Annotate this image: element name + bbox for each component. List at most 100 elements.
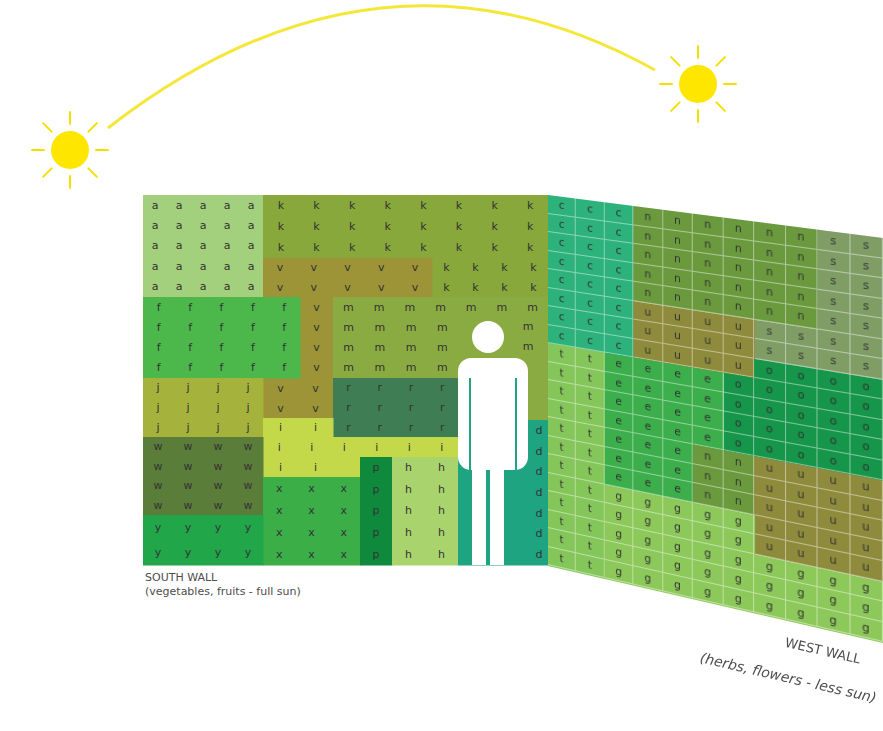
planting-zone: cccccccccccccccccccccccc: [548, 195, 634, 357]
zone-fill: [263, 437, 459, 458]
planting-zone: ppppp: [360, 457, 392, 565]
plant-code: m: [364, 358, 395, 378]
plant-code: v: [263, 278, 297, 298]
plant-code: a: [167, 195, 191, 215]
plant-code: w: [203, 496, 233, 516]
plant-code: y: [143, 540, 173, 565]
plant-code: j: [233, 398, 263, 418]
plant-code: m: [456, 297, 487, 317]
plant-code: x: [328, 543, 360, 565]
plant-code: d: [530, 482, 548, 503]
plant-code: f: [174, 317, 205, 337]
planting-zone: wwwwwwwwwwwwwwww: [143, 437, 263, 515]
plant-code: v: [263, 378, 298, 398]
plant-code: r: [396, 398, 427, 418]
plant-code: d: [530, 524, 548, 545]
plant-code: k: [490, 278, 519, 298]
plant-code: v: [298, 398, 333, 418]
plant-code: j: [143, 378, 173, 398]
plant-code: w: [233, 476, 263, 496]
plant-code: w: [173, 496, 203, 516]
zone-fill: [143, 297, 301, 379]
plant-code: f: [269, 297, 300, 317]
plant-code: f: [174, 297, 205, 317]
planting-zone: rrrrrrrrrrrr: [333, 378, 458, 437]
plant-code: k: [299, 216, 335, 237]
plant-code: j: [173, 378, 203, 398]
plant-code: r: [364, 417, 395, 437]
plant-code: k: [334, 237, 370, 258]
plant-code: f: [237, 338, 268, 358]
plant-code: w: [143, 496, 173, 516]
plant-code: m: [427, 317, 458, 337]
planting-zone: ddddddd: [458, 420, 548, 565]
plant-code: k: [263, 237, 299, 258]
planting-zone: aaaaaaaaaaaaaaaaaaaaaaaaa: [143, 195, 263, 297]
plant-code: x: [328, 499, 360, 521]
plant-code: a: [239, 215, 263, 235]
plant-code: a: [167, 277, 191, 297]
plant-code: v: [300, 358, 333, 378]
plant-code: j: [233, 417, 263, 437]
plant-code: w: [173, 476, 203, 496]
plant-code: n: [634, 206, 663, 229]
plant-code: y: [173, 515, 203, 540]
plant-code: x: [328, 521, 360, 543]
plant-code: m: [508, 317, 548, 337]
plant-code: h: [425, 457, 458, 479]
plant-code: k: [406, 237, 442, 258]
plant-code: a: [143, 277, 167, 297]
plant-code: p: [360, 522, 392, 544]
plant-code: i: [426, 437, 459, 457]
plant-code: j: [203, 398, 233, 418]
plant-code: a: [215, 215, 239, 235]
plant-code: m: [425, 297, 456, 317]
plant-code: v: [398, 258, 432, 278]
plant-code: x: [328, 477, 360, 499]
plant-code: j: [173, 398, 203, 418]
plant-code: s: [818, 230, 850, 254]
plant-code: n: [754, 241, 785, 265]
plant-code: c: [576, 199, 605, 221]
plant-code: i: [328, 437, 361, 457]
plant-code: m: [508, 337, 548, 357]
plant-code: c: [576, 236, 605, 259]
plant-code: p: [360, 500, 392, 522]
plant-code: w: [233, 457, 263, 477]
plant-code: f: [143, 338, 174, 358]
wall-label: (herbs, flowers - less sun): [563, 618, 878, 706]
zone-fill: [263, 195, 549, 259]
plant-code: k: [299, 195, 335, 216]
plant-code: m: [333, 358, 364, 378]
plant-code: r: [333, 378, 364, 398]
plant-code: i: [393, 437, 426, 457]
plant-code: k: [299, 237, 335, 258]
wall-label: (vegetables, fruits - full sun): [145, 585, 445, 598]
plant-code: w: [173, 437, 203, 457]
plant-code: x: [295, 521, 327, 543]
plant-code: k: [519, 278, 548, 298]
plant-code: y: [203, 515, 233, 540]
plant-code: d: [530, 544, 548, 565]
plant-code: k: [477, 195, 513, 216]
plant-code: n: [693, 214, 723, 237]
plant-code: r: [333, 417, 364, 437]
plant-code: h: [425, 543, 458, 565]
wall-panel: SOUTH WALL(vegetables, fruits - full sun…: [143, 195, 548, 565]
plant-code: n: [786, 245, 818, 269]
plant-code: c: [548, 232, 576, 255]
zone-fill: [143, 515, 264, 566]
plant-code: i: [263, 457, 298, 477]
plant-code: j: [143, 398, 173, 418]
zone-fill: [263, 258, 433, 298]
plant-code: f: [237, 317, 268, 337]
zone-fill: [143, 195, 264, 298]
zone-fill: [360, 457, 393, 566]
plant-code: m: [487, 297, 518, 317]
plant-code: a: [143, 236, 167, 256]
plant-code: a: [215, 256, 239, 276]
plant-code: c: [548, 214, 576, 236]
plant-code: f: [206, 358, 237, 378]
plant-code: a: [167, 236, 191, 256]
plant-code: k: [406, 195, 442, 216]
